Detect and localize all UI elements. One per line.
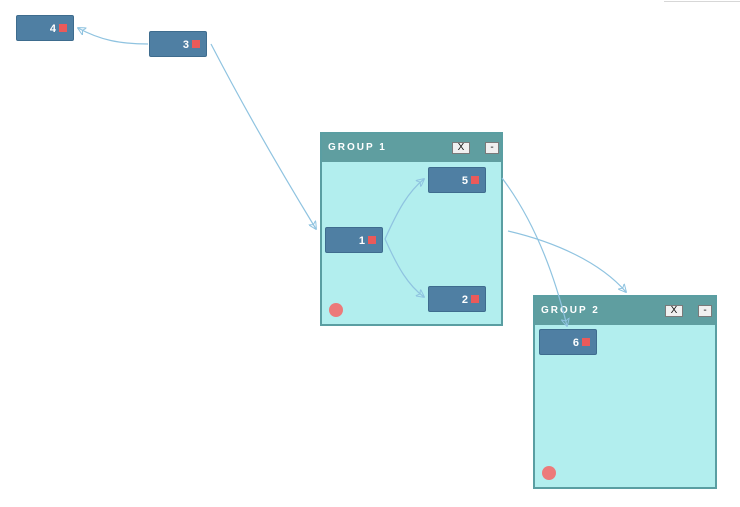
group-2-close-button[interactable]: X — [665, 305, 683, 317]
node-4-port[interactable] — [59, 24, 67, 32]
group-1-minimize-button[interactable]: - — [485, 142, 499, 154]
node-2-label: 2 — [461, 294, 469, 306]
node-1-label: 1 — [358, 235, 366, 247]
group-1-collapse-dot[interactable] — [329, 303, 343, 317]
node-3-port[interactable] — [192, 40, 200, 48]
node-4-label: 4 — [49, 23, 57, 35]
node-6-label: 6 — [572, 337, 580, 349]
group-2[interactable]: GROUP 2 X - — [533, 295, 717, 489]
group-2-minimize-button[interactable]: - — [698, 305, 712, 317]
node-1[interactable]: 1 — [325, 227, 383, 253]
node-1-port[interactable] — [368, 236, 376, 244]
group-1-header[interactable]: GROUP 1 X - — [322, 134, 501, 162]
group-2-title: GROUP 2 — [541, 305, 600, 316]
group-1-title: GROUP 1 — [328, 142, 387, 153]
group-1-close-button[interactable]: X — [452, 142, 470, 154]
node-3[interactable]: 3 — [149, 31, 207, 57]
node-2-port[interactable] — [471, 295, 479, 303]
node-6[interactable]: 6 — [539, 329, 597, 355]
top-divider — [664, 0, 740, 2]
edge-group-1-to-group-2[interactable] — [507, 230, 626, 292]
group-2-collapse-dot[interactable] — [542, 466, 556, 480]
node-3-label: 3 — [182, 39, 190, 51]
group-2-header[interactable]: GROUP 2 X - — [535, 297, 715, 325]
edge-3-to-4[interactable] — [78, 28, 149, 45]
node-5[interactable]: 5 — [428, 167, 486, 193]
node-5-label: 5 — [461, 175, 469, 187]
edge-3-to-1[interactable] — [210, 43, 316, 229]
node-5-port[interactable] — [471, 176, 479, 184]
node-4[interactable]: 4 — [16, 15, 74, 41]
node-2[interactable]: 2 — [428, 286, 486, 312]
node-6-port[interactable] — [582, 338, 590, 346]
